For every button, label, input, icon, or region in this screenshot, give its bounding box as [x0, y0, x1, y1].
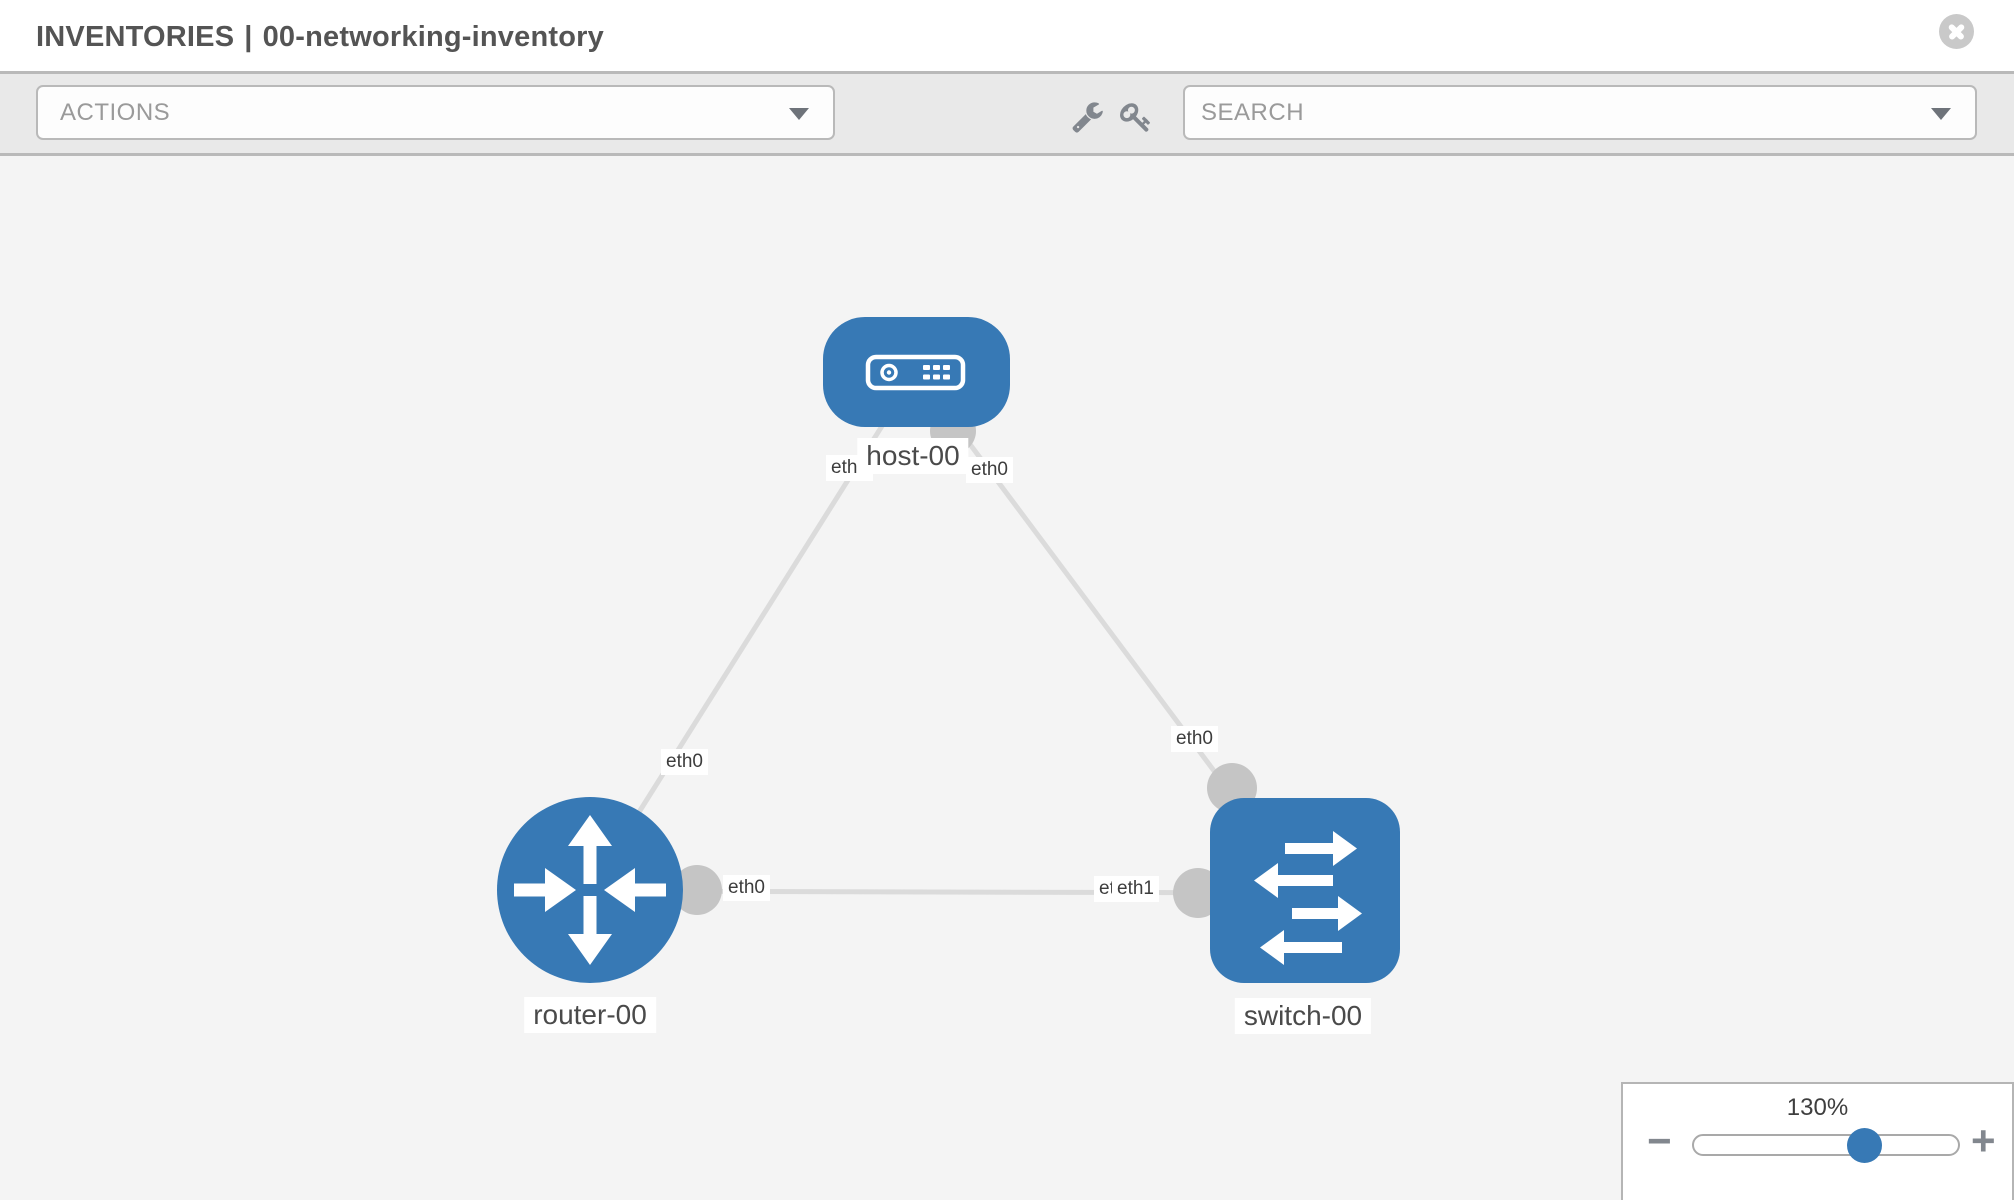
interface-label-eth1: eth1: [1112, 876, 1159, 902]
toolbar: ACTIONS SEARCH: [0, 71, 2014, 156]
host-icon: [865, 354, 966, 391]
search-dropdown-label: SEARCH: [1201, 99, 1305, 126]
zoom-slider-track[interactable]: [1692, 1134, 1960, 1156]
node-label-switch-00: switch-00: [1234, 998, 1372, 1035]
interface-label-eth0: eth0: [723, 875, 770, 901]
zoom-panel: 130% − +: [1621, 1082, 2014, 1200]
header: INVENTORIES | 00-networking-inventory: [0, 0, 2014, 71]
zoom-level-value: 130%: [1786, 1094, 1849, 1121]
router-icon: [514, 815, 666, 965]
interface-label-eth0: eth0: [1171, 726, 1218, 752]
node-router-00[interactable]: [497, 797, 683, 983]
interface-label-eth0: eth0: [966, 457, 1013, 483]
zoom-slider-thumb[interactable]: [1847, 1128, 1882, 1163]
page-title-section: INVENTORIES: [36, 21, 235, 53]
node-switch-00[interactable]: [1210, 798, 1400, 983]
zoom-in-button[interactable]: +: [1971, 1117, 1996, 1164]
search-dropdown[interactable]: SEARCH: [1183, 85, 1977, 140]
actions-dropdown-label: ACTIONS: [60, 99, 171, 126]
chevron-down-icon: [789, 108, 809, 120]
chevron-down-icon: [1931, 108, 1951, 120]
page-title: INVENTORIES | 00-networking-inventory: [36, 0, 604, 71]
zoom-out-button[interactable]: −: [1647, 1117, 1672, 1164]
switch-icon: [1254, 831, 1362, 965]
interface-label-eth0: eth0: [661, 749, 708, 775]
wrench-icon[interactable]: [1071, 100, 1104, 133]
page-title-separator: |: [244, 21, 253, 53]
topology-canvas[interactable]: eth0 eth0 eth0 eth0 eth0 eth0 eth1 host-…: [0, 156, 2014, 1200]
node-label-router-00: router-00: [524, 997, 656, 1034]
node-host-00[interactable]: [823, 317, 1010, 427]
node-label-host-00: host-00: [857, 438, 969, 475]
key-icon[interactable]: [1120, 101, 1152, 133]
topology-links-layer: [587, 370, 1306, 918]
actions-dropdown[interactable]: ACTIONS: [36, 85, 835, 140]
interface-endpoint: [672, 865, 722, 915]
close-icon[interactable]: [1939, 14, 1974, 49]
inventory-name: 00-networking-inventory: [262, 21, 604, 53]
